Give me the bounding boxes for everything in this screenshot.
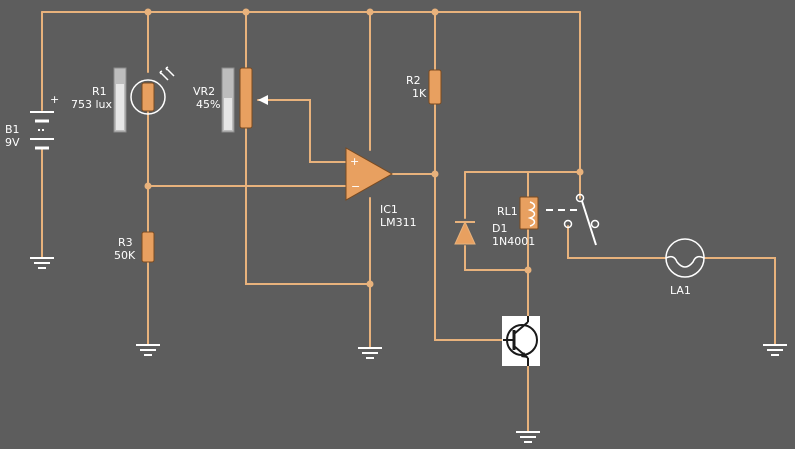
comparator-ic1: + − IC1 LM311 — [345, 147, 417, 229]
battery-b1: + B1 9V — [5, 93, 59, 150]
vr2-bottom-wire — [245, 127, 371, 285]
r1-value-label: 753 lux — [71, 98, 113, 111]
d1-ref-label: D1 — [492, 222, 507, 235]
r2-value-label: 1K — [412, 87, 427, 100]
potentiometer-vr2: VR2 45% — [193, 67, 268, 133]
relay-coil-icon — [527, 201, 536, 227]
r3-ref-label: R3 — [118, 236, 133, 249]
ic1-value-label: LM311 — [380, 216, 417, 229]
ldr-r1: R1 753 lux — [71, 66, 175, 133]
ic1-minus-sign: − — [351, 180, 360, 193]
lamp-filament-icon — [665, 255, 705, 268]
emitter-arrow-icon — [521, 352, 528, 358]
r1-slider-fill — [116, 84, 124, 130]
ground-icon-ic1 — [358, 347, 382, 359]
battery-plus-sign: + — [50, 93, 59, 106]
ground-symbols — [30, 257, 787, 443]
lamp-la1: LA1 — [665, 238, 705, 297]
relay-switch-arm — [581, 200, 597, 246]
wiper-arrow-icon — [258, 95, 268, 105]
ground-icon-q1 — [516, 431, 540, 443]
ic1-plus-sign: + — [350, 155, 359, 168]
r2-ref-label: R2 — [406, 74, 421, 87]
ground-icon-r3 — [136, 344, 160, 356]
vr2-ref-label: VR2 — [193, 85, 215, 98]
diode-bottom-wire — [464, 245, 529, 271]
vr2-value-label: 45% — [196, 98, 220, 111]
transistor-q1 — [502, 316, 540, 366]
wiper-wire — [257, 99, 347, 163]
la1-ref-label: LA1 — [670, 284, 691, 297]
resistor-r2: R2 1K — [406, 69, 442, 105]
wires — [41, 11, 776, 433]
lamp-return-wire — [704, 257, 776, 346]
ic1-ref-label: IC1 — [380, 203, 398, 216]
r3-value-label: 50K — [114, 249, 136, 262]
b1-value-label: 9V — [5, 136, 20, 149]
junctions — [144, 8, 584, 288]
r1-ref-label: R1 — [92, 85, 107, 98]
diode-d1: D1 1N4001 — [454, 220, 535, 248]
switch-out-wire — [567, 225, 666, 259]
ground-icon-la1 — [763, 344, 787, 356]
rl1-ref-label: RL1 — [497, 205, 518, 218]
vr2-slider-fill — [224, 98, 232, 130]
b1-ref-label: B1 — [5, 123, 20, 136]
resistor-r3: R3 50K — [114, 231, 155, 263]
ground-icon-b1 — [30, 257, 54, 269]
d1-value-label: 1N4001 — [492, 235, 535, 248]
relay-rl1: RL1 — [497, 193, 600, 246]
r2-output-wire — [434, 103, 506, 341]
